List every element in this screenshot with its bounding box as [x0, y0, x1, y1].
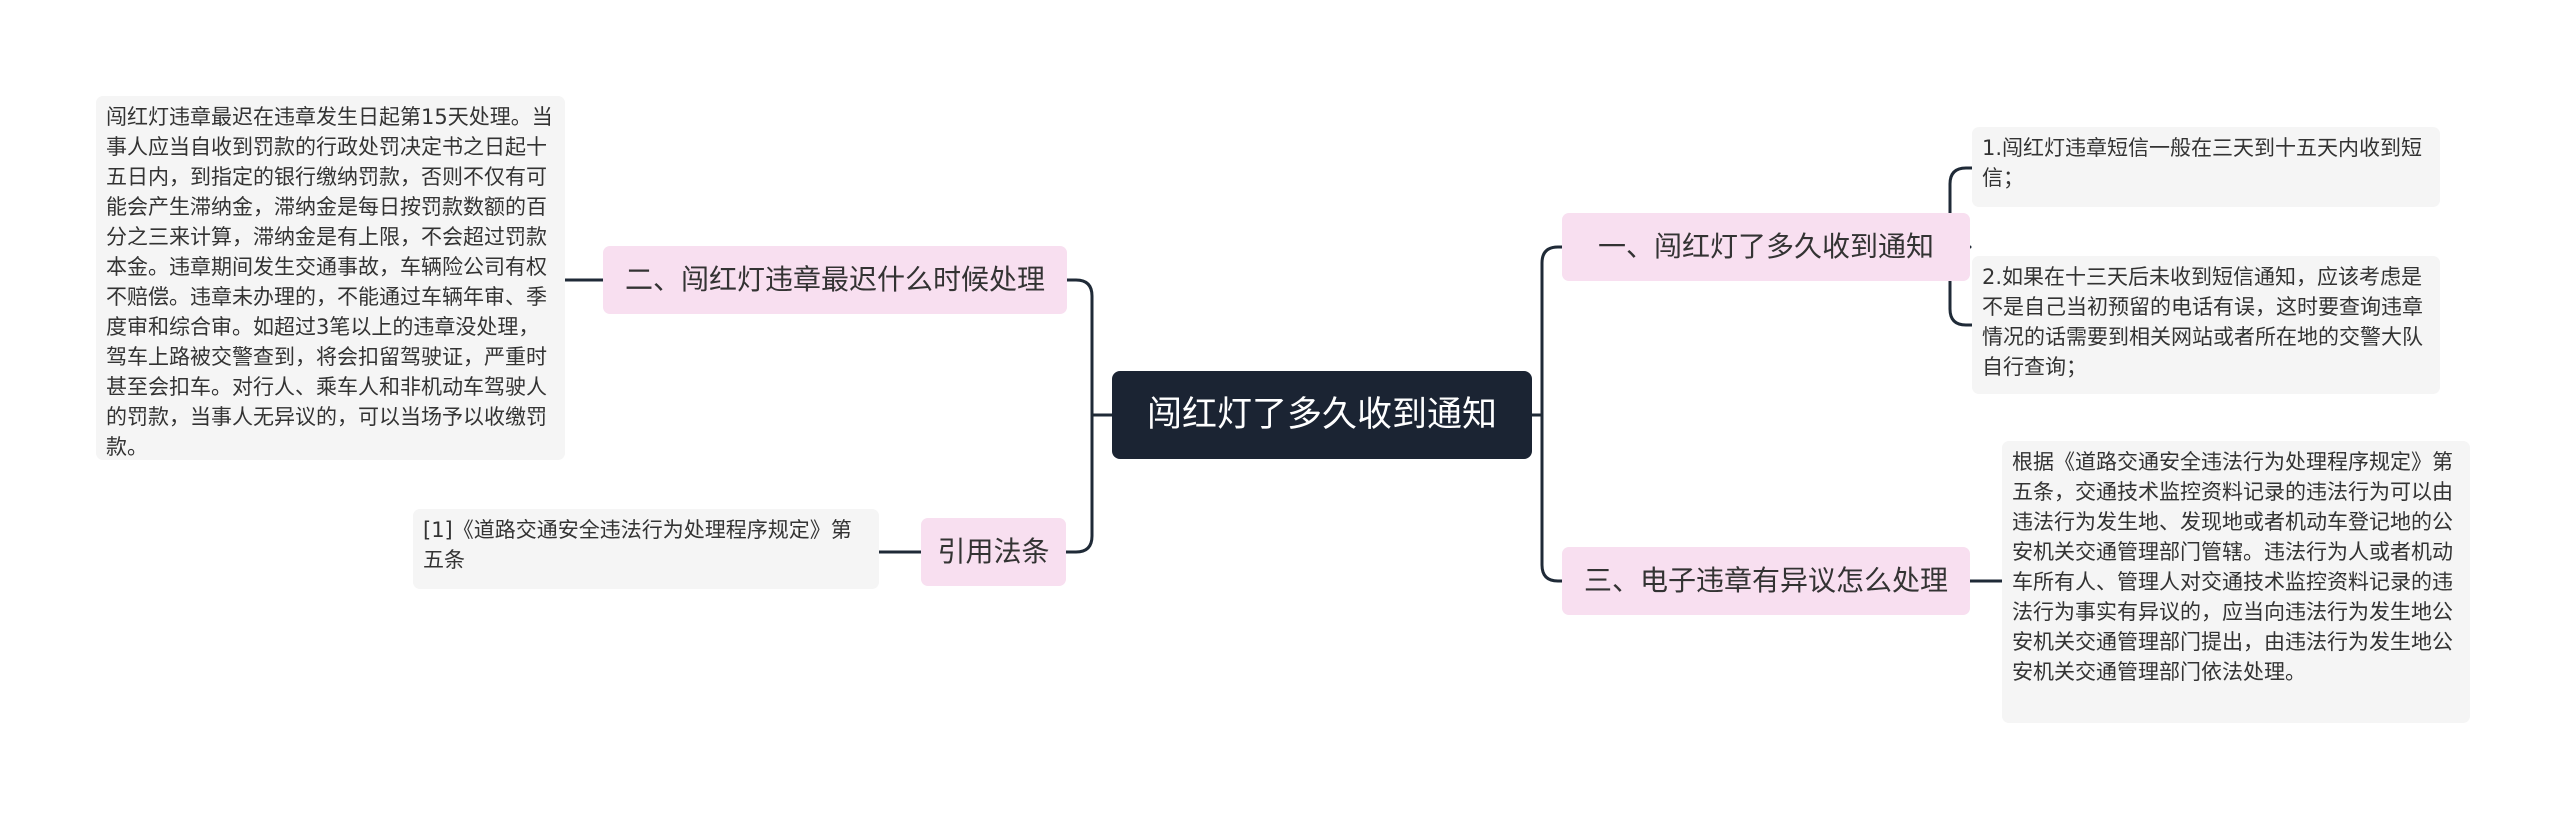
connector-root-to-branch-right-2 — [1540, 413, 1564, 583]
connector-branch-right-1-to-leaf-2 — [1948, 245, 1974, 327]
connector-root-to-branch-right-1 — [1540, 245, 1564, 417]
branch-electronic-violation-dispute[interactable]: 三、电子违章有异议怎么处理 — [1562, 547, 1970, 615]
leaf-electronic-violation-dispute-detail[interactable]: 根据《道路交通安全违法行为处理程序规定》第五条，交通技术监控资料记录的违法行为可… — [2002, 441, 2470, 723]
connector-root-to-branch-left-1 — [1065, 278, 1094, 417]
branch-latest-processing-time[interactable]: 二、闯红灯违章最迟什么时候处理 — [603, 246, 1067, 314]
root-topic[interactable]: 闯红灯了多久收到通知 — [1112, 371, 1532, 459]
leaf-latest-processing-time-detail[interactable]: 闯红灯违章最迟在违章发生日起第15天处理。当事人应当自收到罚款的行政处罚决定书之… — [96, 96, 565, 460]
branch-notification-time[interactable]: 一、闯红灯了多久收到通知 — [1562, 213, 1970, 281]
connector-root-to-branch-left-2 — [1064, 413, 1094, 554]
leaf-cited-law-detail[interactable]: [1]《道路交通安全违法行为处理程序规定》第五条 — [413, 509, 879, 589]
branch-cited-law[interactable]: 引用法条 — [921, 518, 1066, 586]
leaf-notification-sms-timing[interactable]: 1.闯红灯违章短信一般在三天到十五天内收到短信； — [1972, 127, 2440, 207]
connector-branch-right-1-to-leaf-1 — [1948, 166, 1974, 249]
leaf-notification-no-sms-advice[interactable]: 2.如果在十三天后未收到短信通知，应该考虑是不是自己当初预留的电话有误，这时要查… — [1972, 256, 2440, 394]
